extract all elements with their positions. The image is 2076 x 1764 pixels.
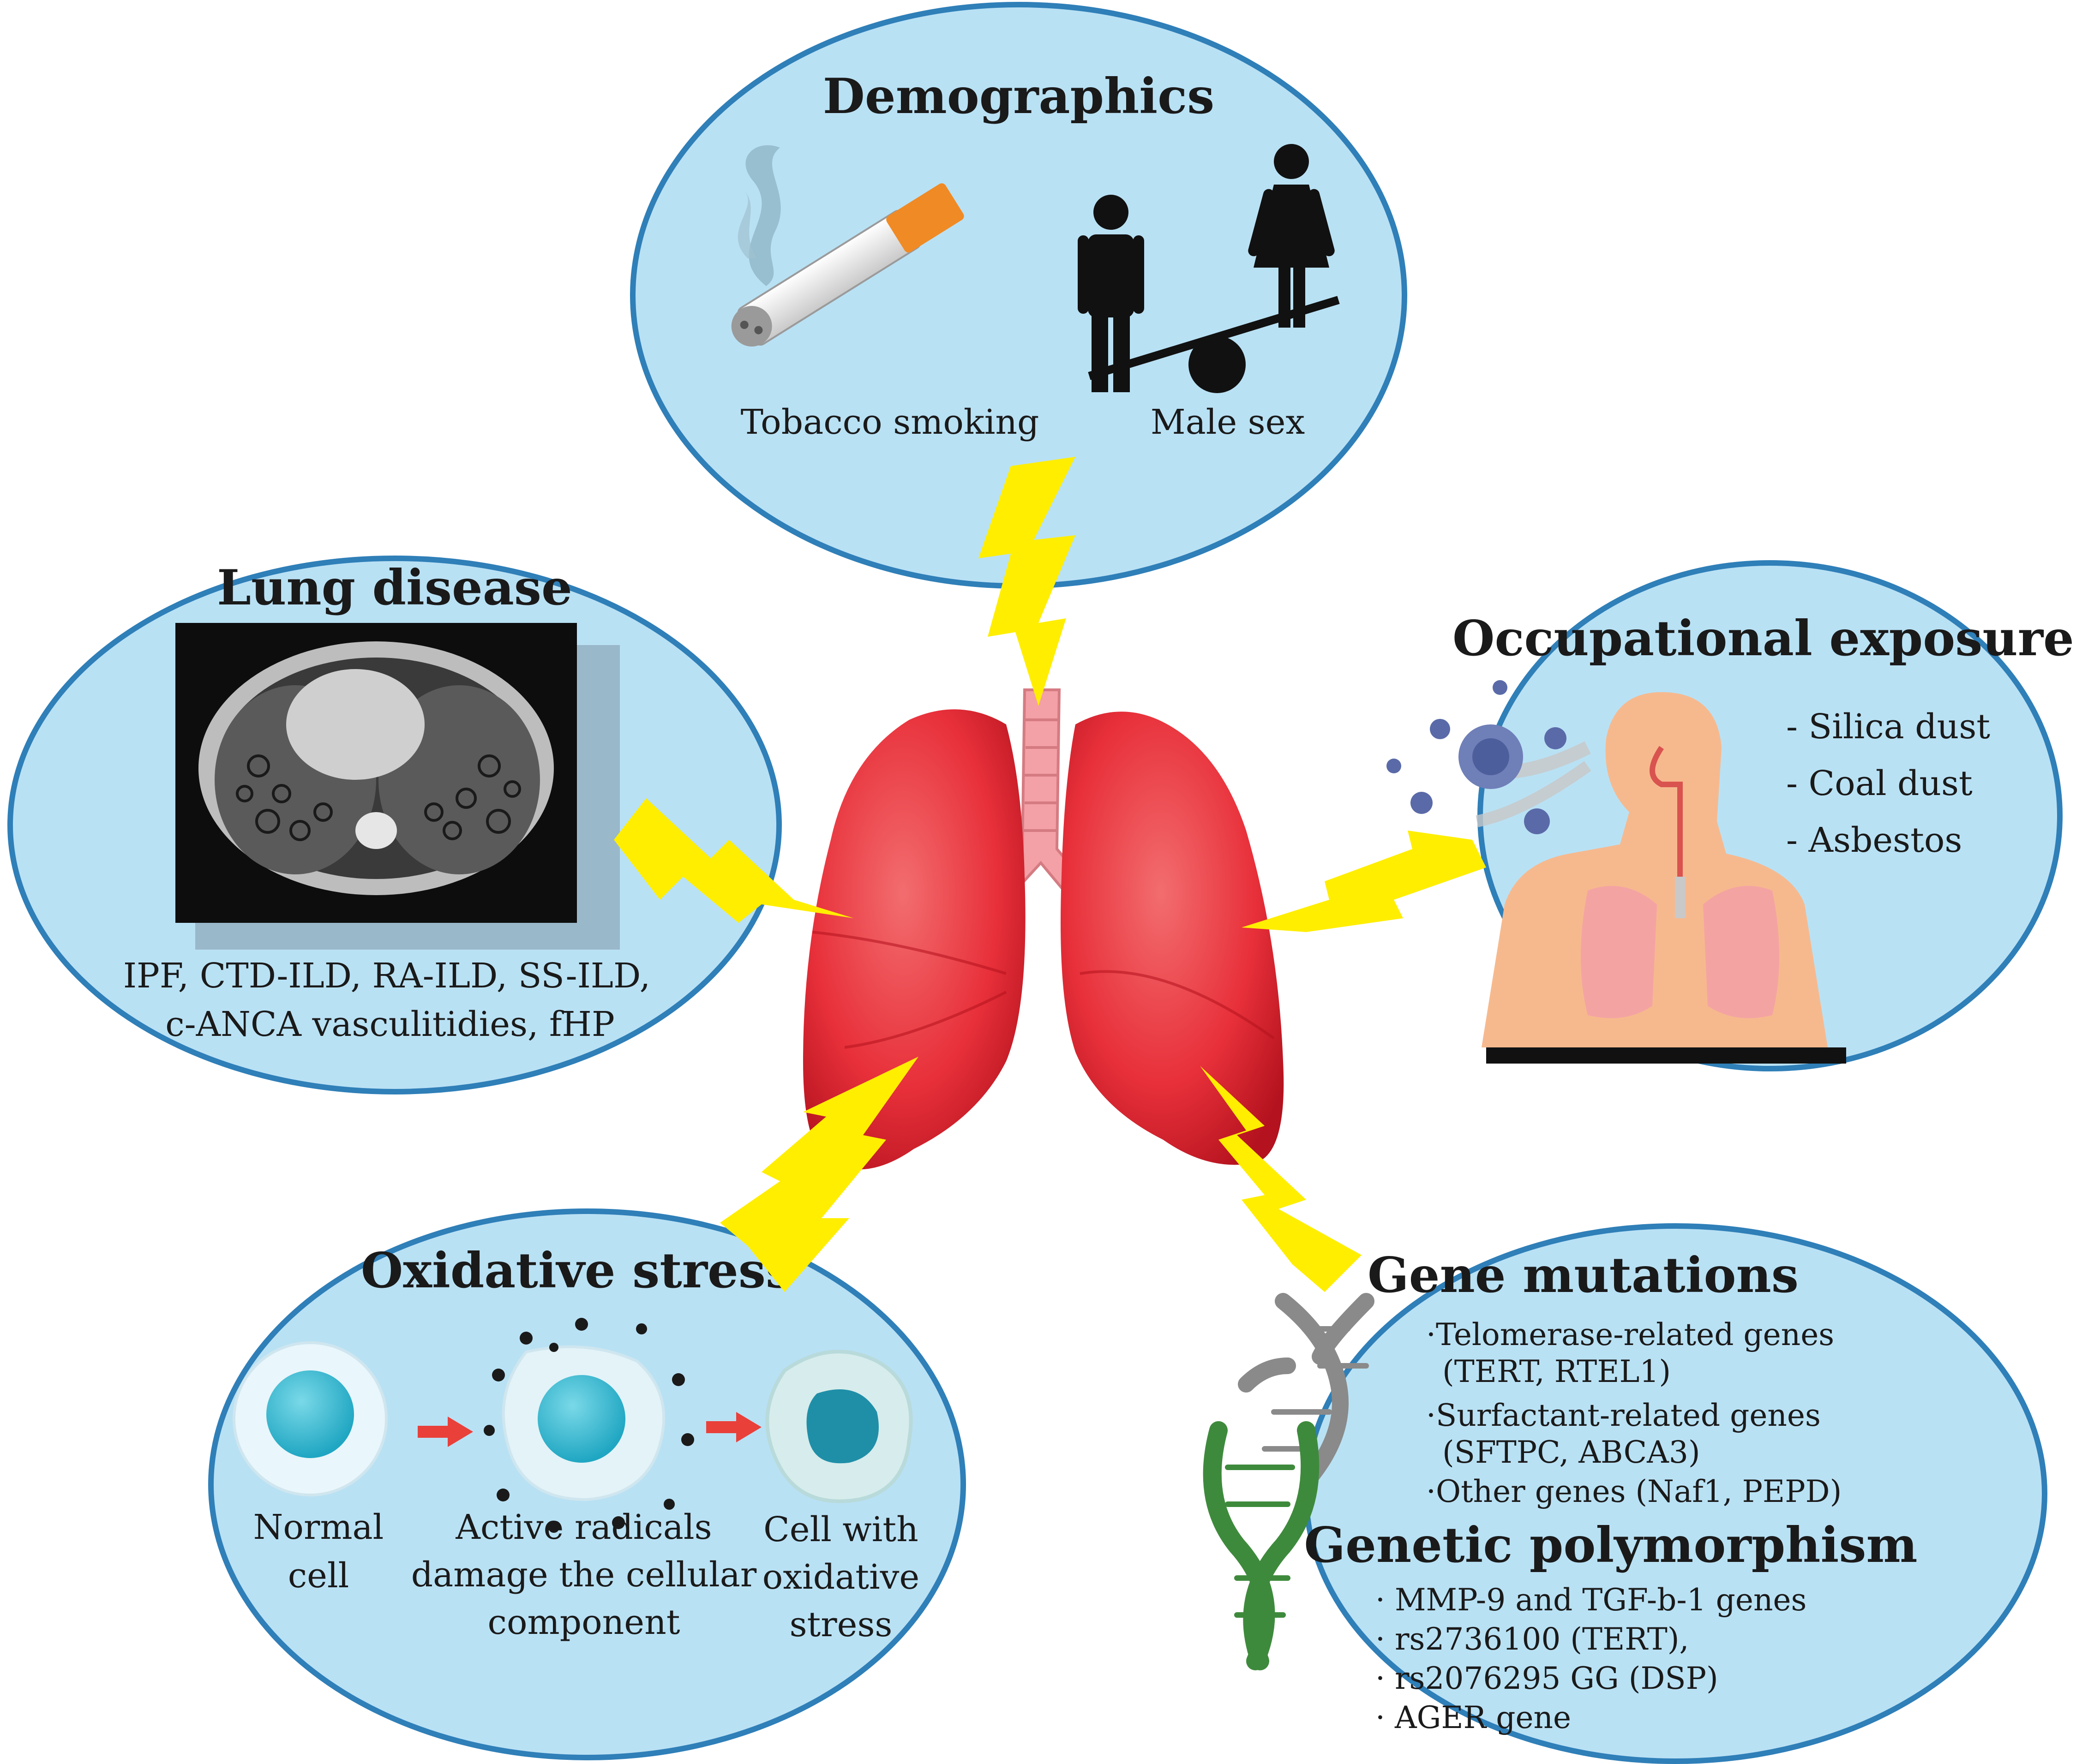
active-radicals-label-line-2: damage the cellular <box>411 1555 757 1595</box>
genetic-polymorphism-title: Genetic polymorphism <box>1304 1516 1917 1573</box>
female-figure-icon <box>1248 144 1335 328</box>
mutation-line-1: ·Telomerase-related genes <box>1426 1317 1834 1352</box>
polymorphism-line-1: · MMP-9 and TGF-b-1 genes <box>1375 1582 1806 1618</box>
dust-particles-icon <box>1386 680 1591 834</box>
coal-dust-label: - Coal dust <box>1786 764 1973 803</box>
normal-cell-label-line-1: Normal <box>253 1507 384 1547</box>
lungs-illustration <box>803 688 1284 1170</box>
stressed-cell-icon <box>765 1350 913 1503</box>
lightning-bolt-lung-disease <box>614 798 854 923</box>
stressed-cell-label-line-2: oxidative <box>762 1557 919 1597</box>
male-figure-icon <box>1078 195 1144 392</box>
arrow-right-icon <box>418 1417 473 1447</box>
active-radicals-label-line-3: component <box>488 1603 680 1642</box>
stressed-cell-label-line-1: Cell with <box>763 1510 918 1549</box>
mutation-line-2: (TERT, RTEL1) <box>1442 1354 1671 1389</box>
lung-disease-caption-line-1: IPF, CTD-ILD, RA-ILD, SS-ILD, <box>123 956 650 996</box>
ct-scan-image <box>175 623 620 950</box>
stressed-cell-label-line-3: stress <box>790 1605 893 1644</box>
polymorphism-line-2: · rs2736100 (TERT), <box>1375 1621 1689 1657</box>
arrow-right-icon-2 <box>706 1412 762 1442</box>
occupational-exposures-title: Occupational exposures <box>1452 610 2076 667</box>
seesaw-icon <box>1088 296 1340 393</box>
dna-gray-icon <box>1238 1293 1374 1485</box>
mutation-line-4: (SFTPC, ABCA3) <box>1442 1435 1700 1470</box>
oxidative-stress-bubble: Oxidative stress Nor <box>208 1208 966 1760</box>
demographics-bubble: Demographics <box>630 2 1407 589</box>
gene-mutations-title: Gene mutations <box>1368 1246 1799 1304</box>
radical-cell-icon <box>484 1318 694 1533</box>
lung-disease-caption-line-2: c-ANCA vasculitidies, fHP <box>165 1005 615 1044</box>
cigarette-icon <box>731 145 964 347</box>
human-respiratory-icon <box>1482 692 1846 1064</box>
asbestos-label: - Asbestos <box>1786 820 1962 860</box>
polymorphism-line-4: · AGER gene <box>1375 1700 1571 1735</box>
lung-disease-bubble: Lung disease IPF, CTD-ILD, RA-ILD, SS-IL… <box>7 556 782 1094</box>
male-sex-label: Male sex <box>1151 402 1305 442</box>
lung-disease-title: Lung disease <box>217 559 572 616</box>
gene-mutations-bubble: Gene mutations ·Telomerase-related gene <box>1203 1223 2047 1764</box>
tobacco-smoking-label: Tobacco smoking <box>741 402 1039 442</box>
lightning-bolt-genes <box>1200 1066 1362 1292</box>
mutation-line-3: ·Surfactant-related genes <box>1426 1398 1821 1433</box>
dna-green-icon <box>1203 1421 1320 1670</box>
normal-cell-label-line-2: cell <box>288 1556 349 1596</box>
silica-dust-label: - Silica dust <box>1786 707 1990 747</box>
lightning-bolt-oxidative <box>720 1057 918 1292</box>
demographics-title: Demographics <box>823 67 1214 125</box>
oxidative-stress-title: Oxidative stress <box>361 1242 793 1299</box>
lightning-bolt-demographics <box>978 457 1075 706</box>
active-radicals-label-line-1: Active radicals <box>455 1507 712 1547</box>
occupational-exposures-bubble: Occupational exposures - Silica dust - C… <box>1386 560 2076 1071</box>
normal-cell-icon <box>233 1341 388 1496</box>
lightning-bolt-occupational <box>1242 831 1486 932</box>
mutation-line-5: ·Other genes (Naf1, PEPD) <box>1426 1474 1842 1509</box>
polymorphism-line-3: · rs2076295 GG (DSP) <box>1375 1661 1718 1696</box>
